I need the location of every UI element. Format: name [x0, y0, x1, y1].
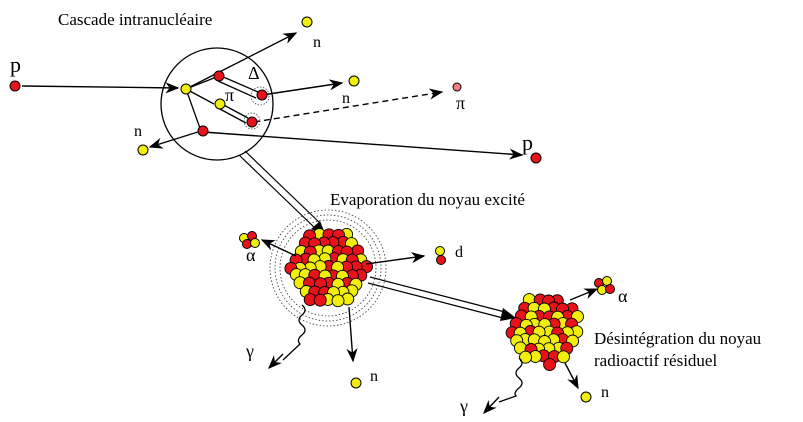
cascade-label: Cascade intranucléaire	[58, 10, 212, 29]
evaporation-label: Evaporation du noyau excité	[330, 190, 525, 209]
nucleon	[557, 350, 570, 364]
pion-track	[253, 88, 444, 123]
n-left-label: n	[134, 123, 142, 140]
evaporation-nucleus	[284, 227, 373, 308]
n-bottom-label: n	[370, 368, 378, 385]
deuteron	[435, 246, 446, 265]
transition-arrow-1	[238, 150, 326, 236]
deuteron-track	[365, 252, 426, 265]
n-right-label: n	[601, 384, 609, 401]
incoming-proton-track	[21, 82, 180, 94]
pion-halo	[243, 112, 261, 130]
proton-track-out	[202, 131, 524, 160]
cascade-neutron-entry	[180, 83, 192, 95]
desintegration-nucleus	[505, 293, 584, 372]
alpha-track-right	[569, 288, 599, 301]
pi-inner-label: π	[225, 85, 234, 105]
pion-proton	[246, 116, 258, 128]
delta-proton	[256, 89, 268, 101]
cascade-proton-a	[213, 70, 225, 82]
alpha-track-left	[260, 239, 297, 257]
delta-label: Δ	[248, 63, 260, 83]
delta-halo	[250, 86, 270, 106]
neutron-track-mid	[261, 79, 344, 96]
neutron-right	[580, 391, 592, 403]
nucleon	[331, 294, 345, 308]
gamma-1-label: γ	[245, 341, 254, 361]
incoming-p-label: p	[10, 52, 21, 77]
n-mid-label: n	[342, 90, 350, 107]
gamma-wave-2	[498, 357, 523, 403]
gamma-2-label: γ	[459, 396, 468, 416]
neutron-mid	[348, 75, 360, 87]
cascade-nucleus-circle	[160, 47, 274, 161]
incoming-proton	[9, 80, 21, 92]
neutron-track-bottom	[346, 306, 358, 363]
neutron-track-right	[564, 362, 579, 390]
gamma-arrow-2	[483, 396, 500, 415]
alpha-cluster-right	[594, 276, 615, 295]
particles	[9, 16, 615, 403]
pi-out-label: π	[456, 93, 465, 113]
p-out-label: p	[522, 130, 533, 155]
d-label: d	[455, 244, 463, 261]
desintegration-label-line1: Désintégration du noyau	[594, 329, 762, 348]
gamma-wave-1	[282, 304, 306, 361]
n-top-label: n	[313, 34, 321, 51]
alpha-left-label: α	[246, 245, 256, 265]
transition-arrow-2	[367, 276, 516, 321]
pion-out	[452, 82, 462, 92]
alpha-cluster-left	[239, 231, 260, 249]
neutron-track-top	[185, 32, 298, 90]
neutron-top	[301, 16, 313, 28]
cascade-neutron-b	[214, 98, 226, 110]
desintegration-label-line2: radioactif résiduel	[594, 351, 717, 370]
evaporation-halo	[269, 209, 387, 327]
nucleon	[519, 350, 532, 364]
nucleon	[543, 358, 557, 372]
proton-out	[530, 152, 542, 164]
neutron-bottom	[350, 377, 362, 389]
cascade-proton-c	[197, 125, 209, 137]
neutron-left	[137, 144, 149, 156]
alpha-right-label: α	[618, 286, 628, 306]
nucleon	[313, 293, 327, 307]
neutron-track-left	[148, 130, 202, 149]
gamma-arrow-1	[268, 353, 284, 369]
